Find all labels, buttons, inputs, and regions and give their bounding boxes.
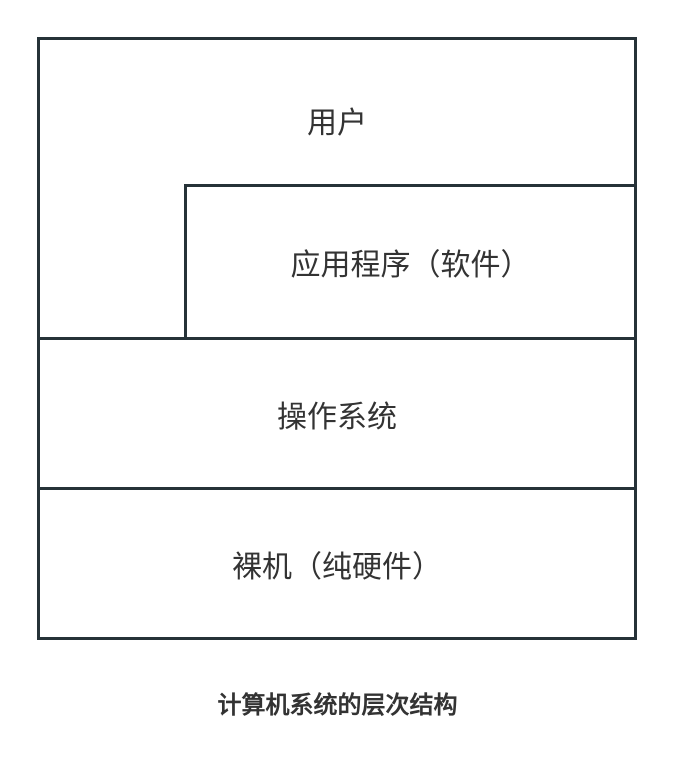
layer-application: 应用程序（软件） — [184, 184, 637, 340]
layer-hardware: 裸机（纯硬件） — [37, 487, 637, 640]
layer-operating-system: 操作系统 — [37, 337, 637, 490]
layer-diagram: 用户 应用程序（软件） 操作系统 裸机（纯硬件） — [37, 37, 637, 640]
layer-user-label: 用户 — [307, 106, 367, 141]
layer-hardware-label: 裸机（纯硬件） — [232, 549, 442, 585]
layer-os-label: 操作系统 — [277, 399, 397, 435]
diagram-caption: 计算机系统的层次结构 — [217, 691, 458, 719]
layer-application-label: 应用程序（软件） — [290, 248, 531, 283]
